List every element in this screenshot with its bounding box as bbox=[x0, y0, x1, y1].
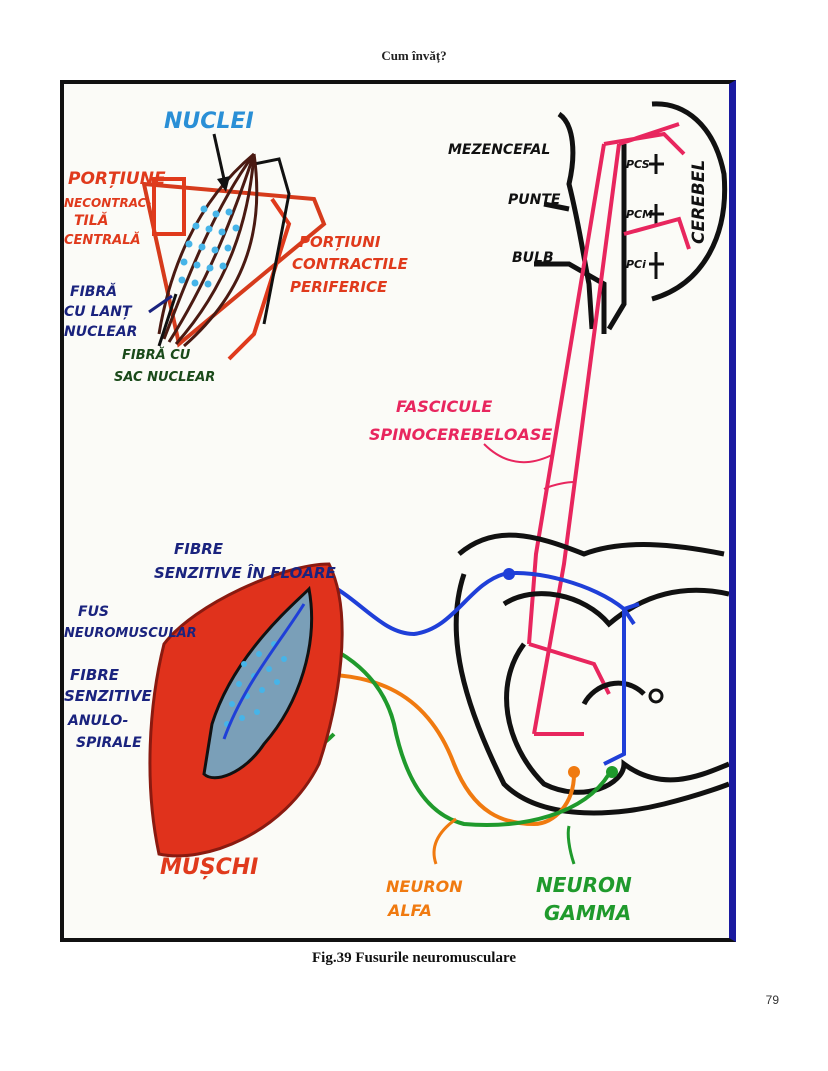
label-neuron-alfa-1: NEURON bbox=[386, 877, 463, 896]
figure-frame: NUCLEI PORȚIUNE NECONTRAC- TILĂ CENTRALĂ… bbox=[60, 80, 736, 942]
neuromuscular-spindle-illustration: NUCLEI PORȚIUNE NECONTRAC- TILĂ CENTRALĂ… bbox=[64, 101, 729, 925]
label-fibre-floare-1: FIBRE bbox=[174, 540, 224, 558]
label-neuron-gamma-1: NEURON bbox=[536, 873, 632, 897]
label-fus-2: NEUROMUSCULAR bbox=[64, 626, 197, 641]
muscle-with-spindle bbox=[148, 562, 344, 858]
sensory-nerve bbox=[328, 571, 640, 766]
label-fibre-anulo-4: SPIRALE bbox=[76, 735, 142, 751]
label-punte: PUNTE bbox=[508, 192, 561, 208]
label-portiuni-1: PORȚIUNI bbox=[299, 233, 381, 251]
label-fibre-anulo-3: ANULO- bbox=[67, 713, 129, 729]
label-fibre-anulo-2: SENZITIVE bbox=[64, 687, 152, 705]
label-fibra-lant-1: FIBRĂ bbox=[70, 282, 117, 300]
muscle-spindle-detail bbox=[141, 133, 327, 361]
label-pcs: PCS bbox=[626, 158, 650, 171]
figure-caption: Fig.39 Fusurile neuromusculare bbox=[311, 950, 517, 966]
label-neuron-alfa-2: ALFA bbox=[386, 901, 432, 920]
label-portiune-1: PORȚIUNE bbox=[68, 169, 166, 189]
brainstem-cerebellum bbox=[534, 101, 728, 334]
label-pcm: PCM bbox=[626, 208, 653, 221]
label-portiuni-2: CONTRACTILE bbox=[292, 255, 409, 273]
label-fascicule-1: FASCICULE bbox=[396, 397, 492, 416]
label-fibra-sac-2: SAC NUCLEAR bbox=[114, 370, 215, 385]
label-fibre-anulo-1: FIBRE bbox=[70, 666, 120, 684]
label-bulb: BULB bbox=[512, 250, 554, 266]
label-portiune-4: CENTRALĂ bbox=[64, 232, 141, 248]
label-fus-1: FUS bbox=[78, 604, 109, 620]
label-portiuni-3: PERIFERICE bbox=[290, 278, 388, 296]
label-fibra-lant-3: NUCLEAR bbox=[64, 324, 137, 340]
label-nuclei: NUCLEI bbox=[164, 109, 254, 134]
running-header: Cum învăț? bbox=[381, 48, 447, 63]
label-portiune-3: TILĂ bbox=[74, 211, 109, 229]
spinocerebellar-tracts bbox=[527, 122, 691, 736]
page-number: 79 bbox=[765, 993, 779, 1007]
label-portiune-2: NECONTRAC- bbox=[64, 196, 151, 210]
label-mezencefal: MEZENCEFAL bbox=[448, 142, 550, 158]
label-neuron-gamma-2: GAMMA bbox=[544, 901, 631, 925]
label-muschi: MUȘCHI bbox=[160, 855, 258, 880]
label-fibra-sac-1: FIBRĂ CU bbox=[122, 347, 191, 363]
label-fascicule-2: SPINOCEREBELOASE bbox=[369, 425, 552, 444]
label-fibre-floare-2: SENZITIVE ÎN FLOARE bbox=[154, 563, 336, 582]
label-fibra-lant-2: CU LANȚ bbox=[64, 304, 133, 320]
label-pci: PCi bbox=[626, 258, 646, 271]
label-cerebel: CEREBEL bbox=[689, 160, 709, 244]
